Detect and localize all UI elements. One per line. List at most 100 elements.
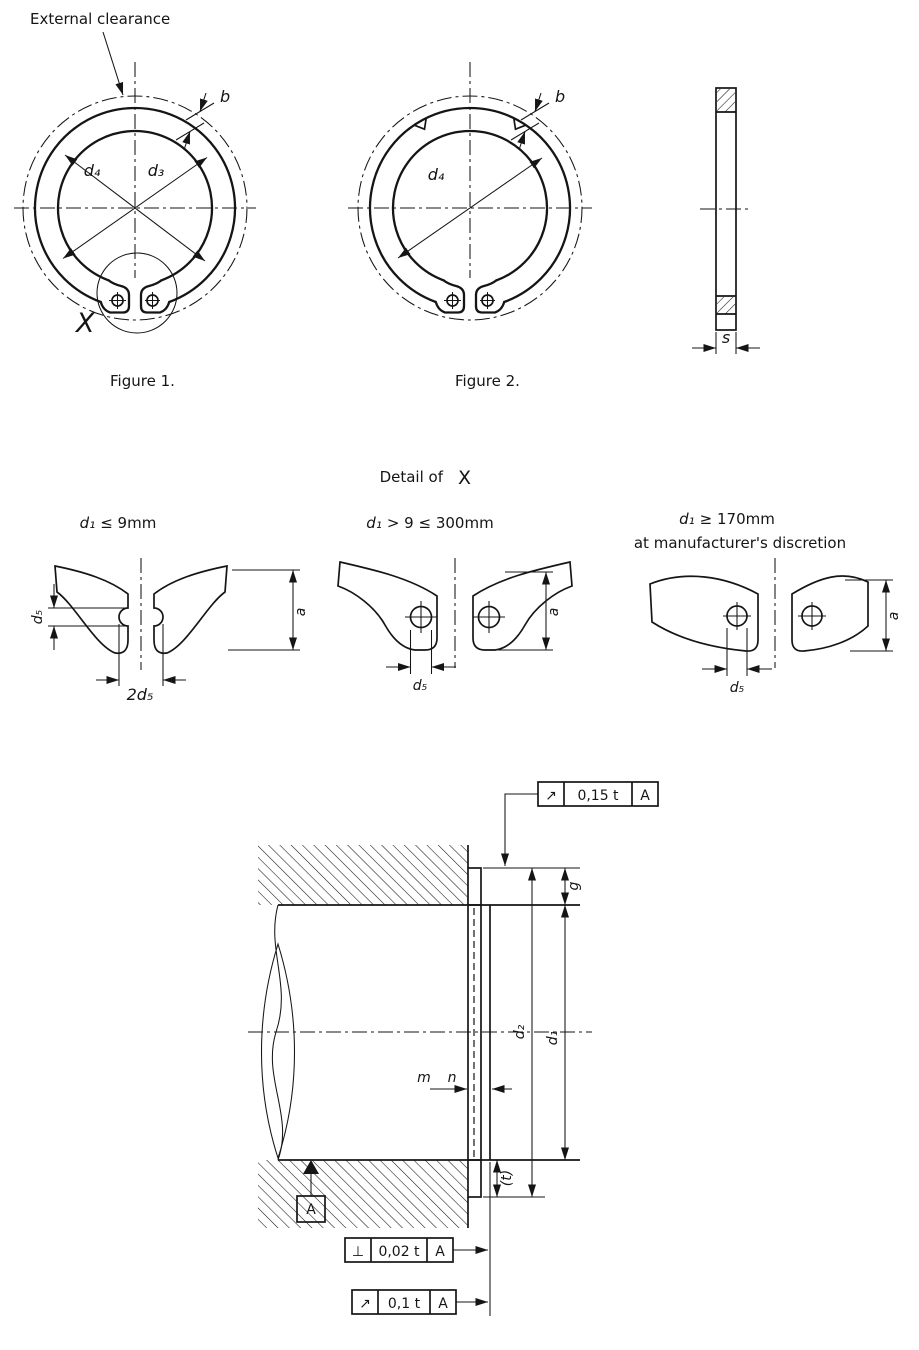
frame-perp-value: 0,02 t [378,1244,420,1260]
a-dimension [228,569,300,651]
tolerance-frame-perpendicularity: ⊥ 0,02 t A [344,1237,488,1263]
ring-section-top [467,867,482,906]
ring-lug-right [139,279,171,314]
lug-hole-crosshairs [723,602,826,630]
fig1-caption: Figure 1. [110,372,175,390]
a-dimension [497,571,553,651]
runout-symbol-icon: ↗ [359,1296,371,1312]
lug-hole-crosshairs [444,292,495,309]
detail-x-marker: X [74,308,95,339]
datum-box [296,1195,326,1223]
perpendicularity-symbol-icon: ⊥ [352,1244,364,1260]
detail-title-x-ref: X [458,467,471,489]
b-dimension [510,92,550,151]
b-dimension [175,92,215,151]
v1-d5-label: d₅ [30,609,46,624]
v3-condition: d₁≥ 170mm [679,510,775,528]
external-clearance-label: External clearance [30,10,170,28]
s-dimension [692,332,760,354]
ring-lug-right [474,279,506,314]
ring-inner-edge [391,129,549,282]
frame-runout-value: 0,1 t [388,1296,421,1312]
datum-feature-a: A [296,1160,326,1223]
detail-title: Detail of [380,468,444,486]
a-dimension [845,579,893,652]
ring-inner-edge [56,129,214,282]
fig2-d4-label: d₄ [428,165,445,184]
fig1-b-label: b [220,87,230,106]
d4-dimension-line [397,157,543,259]
tolerance-frame-runout-top: ↗ 0,15 t A [501,781,659,866]
v2-a-label: a [546,608,562,617]
break-section-lens [261,942,295,1160]
ring-end-left [54,564,129,655]
frame-runout-datum: A [438,1296,448,1312]
frame-top-datum: A [640,788,650,804]
two-d5-dimension [96,624,186,686]
lug-hole-crosshairs [109,292,160,309]
side-view: s [692,87,760,354]
install-d2-label: d₂ [512,1024,528,1039]
install-m-label: m [417,1070,431,1086]
dim-arrow [517,131,526,151]
ring-lug-left [434,279,466,314]
install-g-label: g [566,881,582,890]
frame-perp-datum: A [435,1244,445,1260]
tolerance-frame-runout-bottom: ↗ 0,1 t A [351,1289,488,1315]
v3-note: at manufacturer's discretion [634,534,846,552]
dim-arrow [199,92,208,112]
fig2-caption: Figure 2. [455,372,520,390]
ring-end-left [337,560,438,651]
fig1-d4-label: d₄ [84,161,101,180]
v3-a-label: a [886,612,902,621]
detail-x-boundary-circle [96,252,178,334]
figure2: d₄ b Figure 2. [348,62,592,390]
housing-section-hatch-bottom [258,1160,468,1228]
fig1-d3-label: d₃ [148,161,165,180]
ring-outer-edge [33,106,237,304]
ring-outer-edge [368,106,572,304]
runout-symbol-icon: ↗ [545,788,557,804]
ring-lug-left [99,279,131,314]
ring-notch-right [512,117,527,131]
install-d1-label: d₁ [545,1031,561,1046]
datum-triangle [303,1160,319,1174]
ring-end-left [649,575,759,652]
v1-condition: d₁≤ 9mm [80,514,157,532]
lug-hole-crosshairs [405,601,505,633]
sideview-s-label: s [722,328,730,347]
v2-d5-label: d₅ [413,678,428,694]
detail-variant-2: d₁> 9 ≤ 300mm d₅ a [337,514,573,694]
housing-section-hatch-top [258,845,468,905]
dim-arrow [534,92,543,112]
install-n-label: n [448,1070,457,1086]
fig2-b-label: b [555,87,565,106]
ring-end-right [153,564,228,655]
ring-notch-left [413,117,428,131]
install-t-label: (t) [499,1170,515,1186]
v3-d5-label: d₅ [730,680,745,696]
d5-dimension [386,630,456,674]
detail-variant-3: d₁≥ 170mm at manufacturer's discretion d… [634,510,902,696]
v2-condition: d₁> 9 ≤ 300mm [366,514,493,532]
d3-dimension-line [62,157,208,259]
dim-arrow [182,131,191,151]
ring-end-right [472,560,573,651]
v1-2d5-label: 2d₅ [127,685,154,704]
detail-of-x: Detail of X d₁≤ 9mm d₅ 2d₅ [30,467,902,704]
datum-a-label: A [306,1202,316,1218]
ring-section-hatch-bottom [717,297,735,314]
installation-drawing: d₂ d₁ g (t) m n A ↗ 0,15 t A [248,781,659,1316]
d5-dimension [48,584,126,650]
detail-variant-1: d₁≤ 9mm d₅ 2d₅ a [30,514,309,704]
frame-top-value: 0,15 t [577,788,619,804]
ring-end-right [791,575,869,652]
figure1: d₄ d₃ b X External clearance Figure 1. [14,10,256,390]
v1-a-label: a [293,608,309,617]
frame-leader [501,793,538,866]
d5-dimension [702,628,772,676]
external-clearance-leader [102,31,124,96]
ring-section-bottom [467,1159,482,1198]
